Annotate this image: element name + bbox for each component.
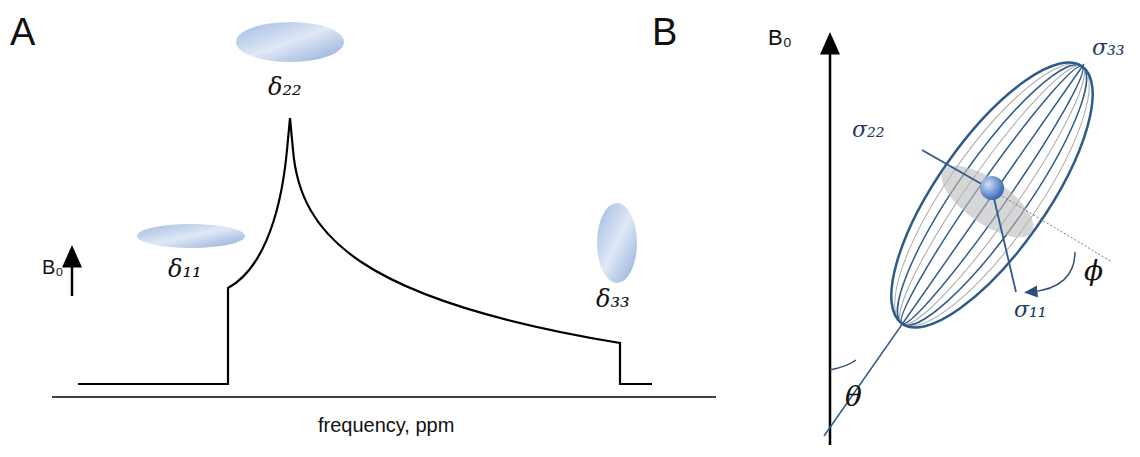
tensor-component: δ₁₁ [168,256,202,282]
field-label: B₀ [768,26,792,50]
principal-axis: σ₂₂ [852,118,885,142]
panel-letter: A [10,12,35,54]
tensor-component: δ₃₃ [596,286,630,312]
principal-axis: σ₁₁ [1014,298,1047,322]
angle-label: θ [845,382,862,413]
axis-title: frequency, ppm [318,414,454,436]
panel-letter: B [652,12,677,54]
angle-label: ϕ [1084,256,1103,287]
tensor-component: δ₂₂ [268,74,302,100]
principal-axis: σ₃₃ [1092,36,1125,60]
field-label: B₀ [42,256,64,278]
